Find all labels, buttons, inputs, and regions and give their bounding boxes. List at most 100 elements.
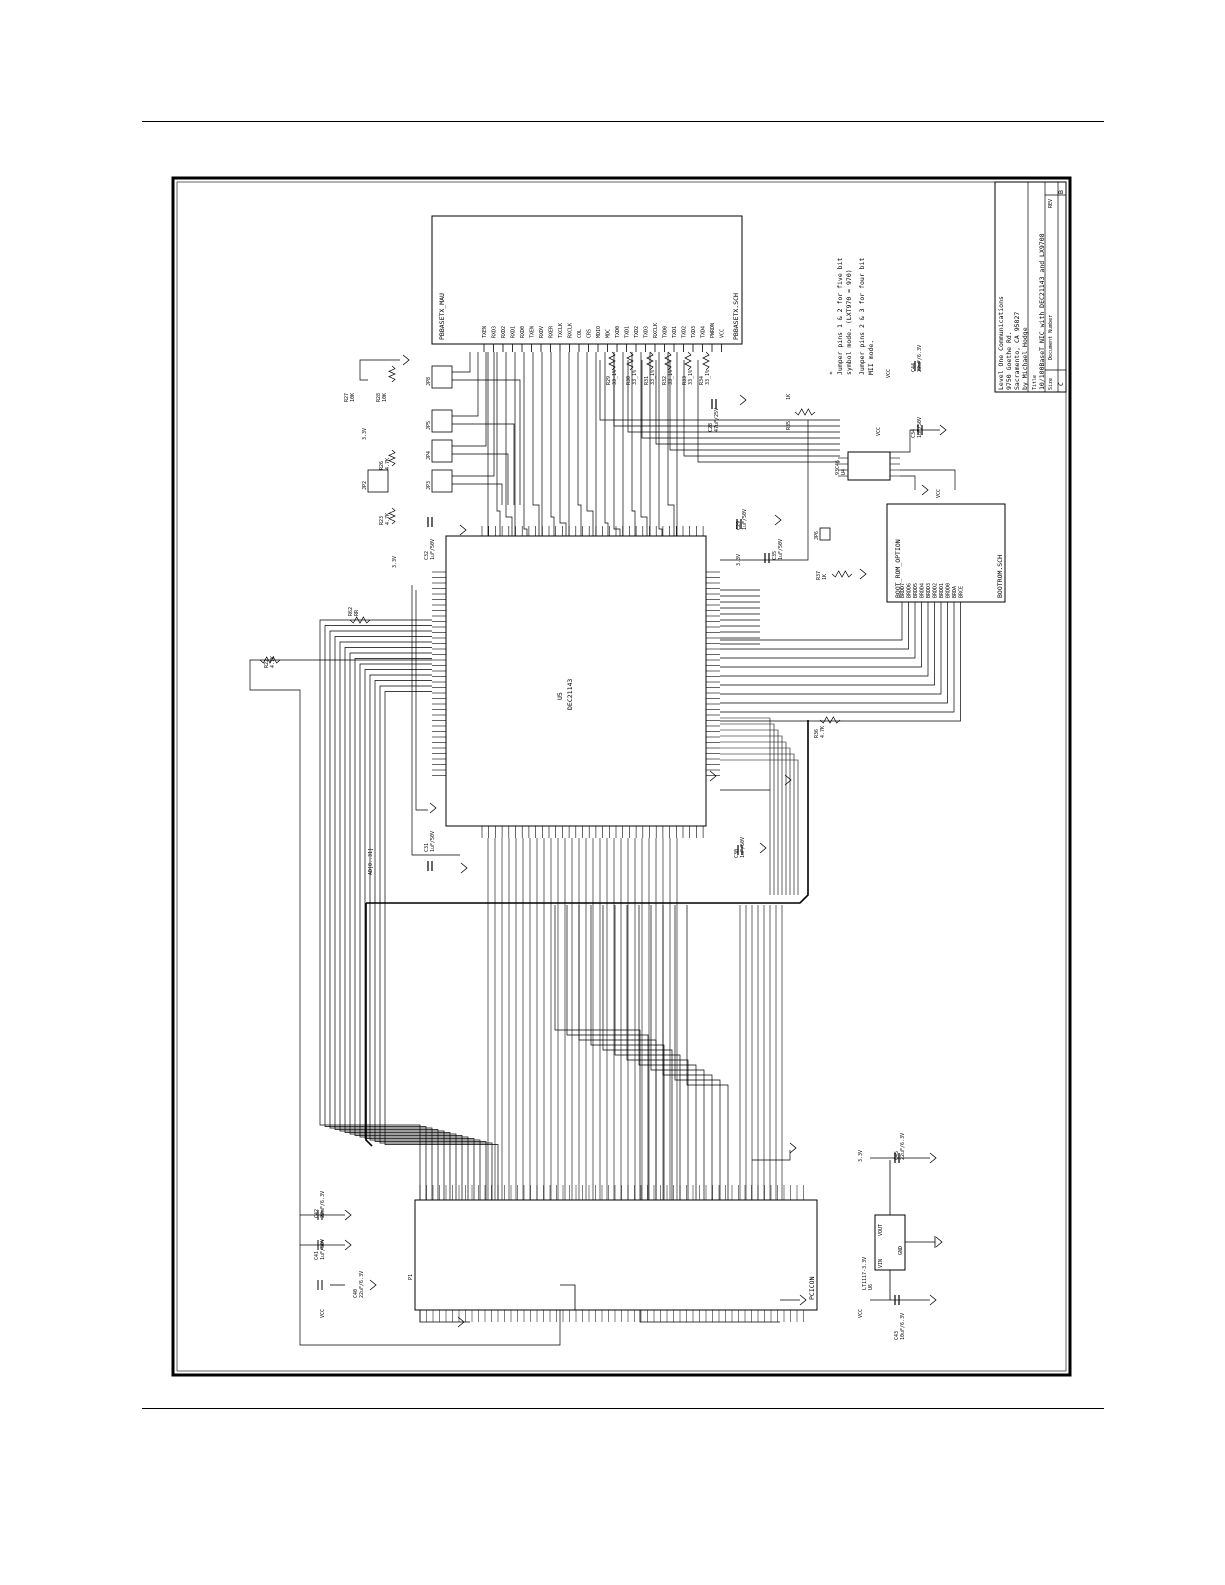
wire	[608, 351, 616, 371]
ad-bus-label: AD[0..31]	[368, 848, 374, 875]
wire	[720, 602, 955, 713]
wire	[720, 741, 787, 895]
svg-text:R23: R23	[379, 516, 385, 525]
svg-text:3.3V: 3.3V	[858, 1150, 864, 1162]
wire	[759, 842, 767, 854]
svg-text:LT1117-3.3V: LT1117-3.3V	[862, 1257, 868, 1290]
wire	[388, 507, 396, 525]
wire	[627, 360, 840, 433]
mau-pin-label: PWRDN	[710, 323, 716, 338]
svg-text:22uF/6.3V: 22uF/6.3V	[320, 1191, 326, 1218]
svg-text:1uF/50V: 1uF/50V	[740, 837, 746, 858]
svg-text:PCICON: PCICON	[808, 1276, 816, 1300]
wire	[709, 770, 717, 782]
wire	[720, 729, 779, 895]
wire	[452, 379, 521, 505]
wire	[646, 351, 654, 371]
wire	[419, 1310, 470, 1323]
wire	[639, 1310, 780, 1323]
wire	[505, 352, 513, 536]
rom-pin-label: BRDA	[952, 586, 958, 598]
u6-regulator: U6 LT1117-3.3V VIN VOUT GND	[862, 1157, 936, 1301]
svg-text:C44: C44	[911, 363, 917, 372]
svg-text:JP4: JP4	[426, 451, 432, 460]
mau-pin-label: TXD3	[644, 326, 650, 338]
wire	[720, 602, 948, 704]
mau-pin-label: RXCLK	[568, 323, 574, 338]
wire	[720, 747, 791, 895]
wire	[365, 903, 373, 1147]
wire	[900, 475, 916, 490]
mau-pin-label: MDC	[606, 329, 612, 338]
svg-text:C41: C41	[314, 1251, 320, 1260]
svg-text:1uF/50V: 1uF/50V	[917, 417, 923, 438]
wire	[720, 753, 795, 895]
mau-pin-label: COL	[577, 329, 583, 338]
title-block: Level One Communications 9750 Goethe Rd.…	[994, 181, 1067, 393]
svg-text:R31: R31	[644, 376, 650, 385]
wire	[452, 483, 503, 505]
svg-text:33_1%: 33_1%	[668, 370, 674, 385]
wire	[626, 351, 634, 371]
wire	[344, 1239, 352, 1251]
wire	[429, 802, 437, 814]
svg-text:R26: R26	[379, 461, 385, 470]
wire	[720, 717, 771, 895]
wire	[590, 905, 665, 1200]
mau-pin-label: RXD0	[520, 326, 526, 338]
wire	[662, 905, 713, 1200]
svg-text:VCC: VCC	[886, 369, 892, 378]
svg-text:C30: C30	[734, 849, 740, 858]
wire	[554, 905, 641, 1200]
mau-pin-label: TXEN	[530, 326, 536, 338]
wire	[720, 602, 916, 659]
note-line-1: Jumper pins 1 & 2 for five bit	[836, 258, 844, 375]
wire	[669, 360, 840, 451]
svg-text:VOUT: VOUT	[878, 1224, 884, 1236]
mau-pin-label: TXD2	[634, 326, 640, 338]
wire	[578, 905, 657, 1200]
wire	[614, 905, 681, 1200]
svg-text:GND: GND	[898, 1246, 904, 1255]
mau-pin-label: TXCLK	[558, 323, 564, 338]
svg-text:VCC: VCC	[858, 1309, 864, 1318]
wire	[683, 360, 840, 457]
svg-text:33_1%: 33_1%	[650, 370, 656, 385]
wire	[638, 905, 697, 1200]
wire	[452, 352, 495, 477]
svg-text:33_1%: 33_1%	[632, 370, 638, 385]
svg-text:1uF/50V: 1uF/50V	[320, 1239, 326, 1260]
mau-pin-label: RXD3	[492, 326, 498, 338]
rev-label: REV	[1048, 199, 1054, 208]
mau-pin-label: CRS	[587, 329, 593, 338]
wire	[388, 449, 396, 467]
wire	[560, 1284, 576, 1310]
rom-pin-label: BRDD1	[939, 583, 945, 598]
wire	[577, 352, 582, 536]
wire	[319, 619, 432, 1200]
wire	[329, 630, 433, 1200]
wire	[631, 352, 636, 536]
rom-pin-label: BRCE	[959, 586, 965, 598]
wire	[720, 602, 929, 677]
svg-text:C45: C45	[894, 1151, 900, 1160]
wire	[626, 905, 689, 1200]
wire	[559, 352, 567, 536]
note-line-4: MII mode.	[867, 340, 875, 375]
wire	[384, 691, 499, 1200]
wire	[349, 652, 457, 1200]
size-label: Size	[1048, 378, 1054, 390]
svg-text:JP3: JP3	[426, 481, 432, 490]
svg-text:VCC: VCC	[936, 489, 942, 498]
wire	[784, 774, 792, 786]
svg-text:R30: R30	[626, 376, 632, 385]
wire	[379, 685, 493, 1200]
u5-value: DEC21143	[566, 679, 574, 710]
svg-text:VCC: VCC	[320, 1309, 326, 1318]
wire	[566, 905, 649, 1200]
wire	[929, 1152, 937, 1164]
wire	[900, 469, 956, 490]
u4-eeprom: U4 93C46	[835, 451, 900, 481]
sheet-border	[171, 176, 1072, 1377]
